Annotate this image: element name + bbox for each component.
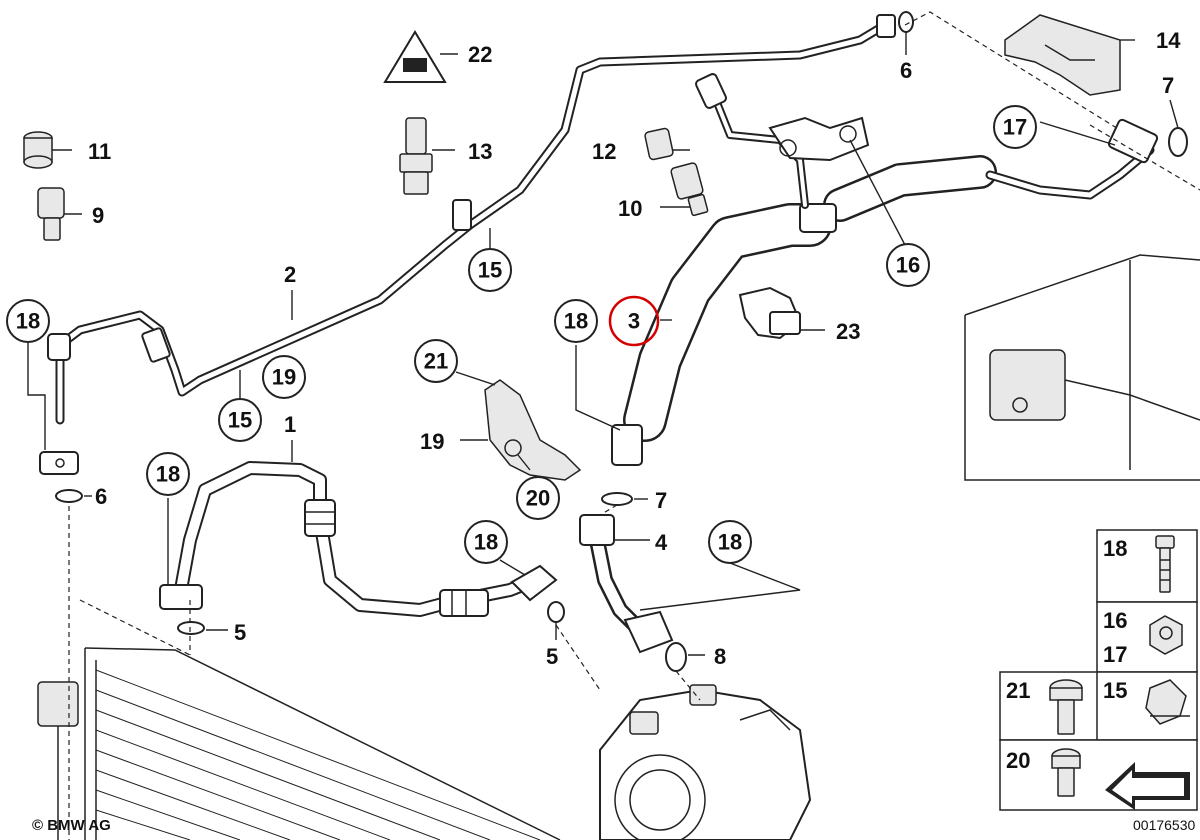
pipe-2-nut: [47, 333, 71, 361]
bracket-14: [1004, 14, 1121, 96]
valve-cap-11: [23, 131, 53, 169]
highlight-ring-3: [608, 295, 660, 347]
bolt-20-icon: [1051, 748, 1081, 797]
o-ring-7-right: [1168, 127, 1188, 157]
circle-18-hose: [554, 299, 598, 343]
callout-18-left: 18: [16, 309, 40, 334]
callout-19: 19: [420, 429, 444, 454]
branch-bracket: [768, 116, 870, 162]
callout-14: 14: [1156, 28, 1181, 53]
circle-20: [516, 476, 560, 520]
legend-label-21: 21: [1006, 678, 1030, 703]
engine-outline: [964, 254, 1200, 481]
o-ring-6-left: [55, 489, 83, 503]
legend-label-17: 17: [1103, 642, 1127, 667]
legend-label-16: 16: [1103, 608, 1127, 633]
nut-16-17-icon: [1149, 615, 1183, 655]
callout-23: 23: [836, 319, 860, 344]
callout-2: 2: [284, 262, 296, 287]
pressure-sensor-13: [399, 117, 433, 195]
circle-21: [414, 339, 458, 383]
circle-18-center: [464, 520, 508, 564]
callout-17: 17: [1003, 115, 1027, 140]
callout-15-lower: 15: [228, 408, 252, 433]
o-ring-7-center: [601, 492, 633, 506]
circle-18-pipe1: [146, 452, 190, 496]
callout-9: 9: [92, 203, 104, 228]
pipe-1-flange: [159, 584, 203, 610]
circle-15-upper: [468, 248, 512, 292]
callout-7-right: 7: [1162, 73, 1174, 98]
legend-label-20: 20: [1006, 748, 1030, 773]
circle-15-lower: [218, 398, 262, 442]
valve-9: [37, 187, 65, 241]
callout-6-left: 6: [95, 484, 107, 509]
bracket-19: [484, 379, 582, 481]
hose-3-lower-fitting: [611, 424, 643, 466]
pipe-4: [579, 514, 674, 654]
circle-18-left: [6, 299, 50, 343]
compressor: [599, 684, 812, 840]
callout-10: 10: [618, 196, 642, 221]
diagram-id: 00176530: [1133, 817, 1196, 833]
warning-label-22: [383, 30, 447, 83]
small-parts: [23, 14, 1121, 481]
callout-22: 22: [468, 42, 492, 67]
callout-18-center: 18: [474, 530, 498, 555]
clip-23: [738, 286, 802, 340]
arrow-icon: [1105, 762, 1190, 810]
callout-8: 8: [714, 644, 726, 669]
callout-19-left: 19: [272, 365, 296, 390]
callout-5-left: 5: [234, 620, 246, 645]
valve-cap-12: [644, 127, 674, 161]
callout-1: 1: [284, 412, 296, 437]
legend-label-18: 18: [1103, 536, 1127, 561]
valve-10: [670, 162, 709, 217]
o-ring-8: [665, 642, 687, 672]
circle-18-right: [708, 520, 752, 564]
leader-lines: [27, 11, 1200, 840]
pipe-1: [159, 461, 558, 617]
pipe-2: [39, 14, 896, 475]
condenser: [37, 647, 561, 840]
callout-13: 13: [468, 139, 492, 164]
callout-15-upper: 15: [478, 258, 502, 283]
callout-21: 21: [424, 349, 448, 374]
callout-6-top: 6: [900, 58, 912, 83]
callout-11: 11: [88, 139, 111, 164]
hose-3-end-fitting: [1107, 118, 1159, 164]
bolt-18-icon: [1155, 535, 1175, 593]
plain-callouts: 11 9 13 22 12 10 14 6 7 2 1 23 19 7 4 8 …: [88, 28, 1181, 669]
callout-20: 20: [526, 486, 550, 511]
circle-16: [886, 243, 930, 287]
pipe-1-connector: [510, 564, 558, 602]
pipe-2-flange: [39, 451, 79, 475]
hardware-legend: 18 16 17 21 15 20: [999, 529, 1198, 811]
circle-17: [993, 105, 1037, 149]
callout-4: 4: [655, 530, 668, 555]
callout-5-center: 5: [546, 644, 558, 669]
circle-19-left: [262, 355, 306, 399]
circled-callouts: 17 16 15 18 19 15 18 21 20 18 18 18 3: [6, 105, 1037, 564]
bolt-21-icon: [1049, 679, 1083, 735]
callout-7-center: 7: [655, 488, 667, 513]
callout-18-hose: 18: [564, 309, 588, 334]
o-ring-6-top: [898, 11, 914, 33]
legend-label-15: 15: [1103, 678, 1127, 703]
callout-12: 12: [592, 139, 616, 164]
sensor-fitting: [452, 199, 472, 231]
callout-18-pipe1: 18: [156, 462, 180, 487]
callout-18-right: 18: [718, 530, 742, 555]
o-ring-5-center: [547, 601, 565, 623]
callout-16: 16: [896, 253, 920, 278]
hose-3: [611, 73, 1159, 466]
copyright-text: © BMW AG: [32, 817, 111, 834]
callout-3: 3: [628, 309, 640, 334]
clip-nut-15-icon: [1145, 679, 1190, 725]
o-ring-5-left: [177, 621, 205, 635]
